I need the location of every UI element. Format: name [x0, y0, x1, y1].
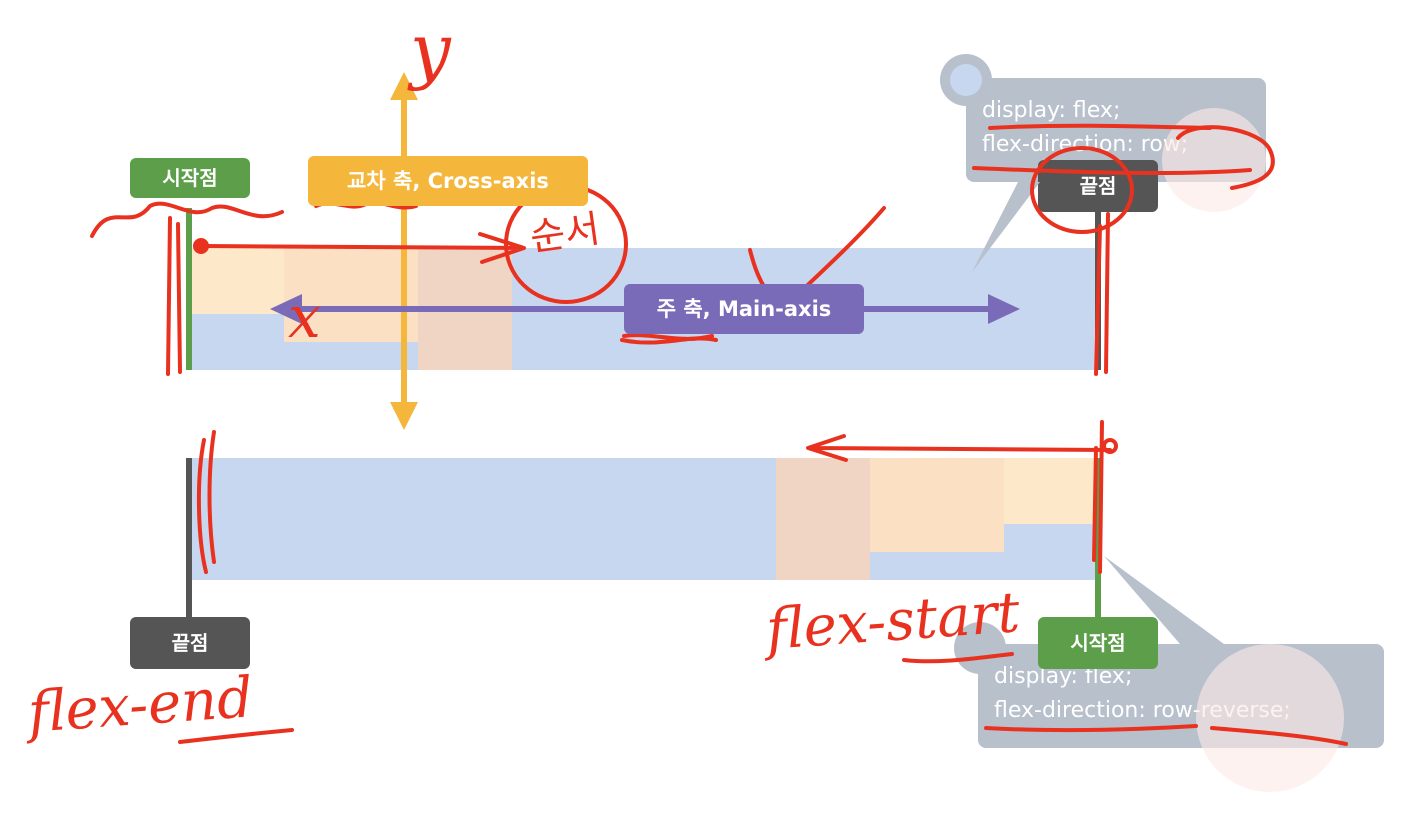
top-start-tag: 시작점 — [130, 158, 250, 198]
bottom-bubble-pointer — [1104, 556, 1224, 644]
main-axis-arrow-right — [988, 294, 1020, 324]
bottom-end-tag: 끝점 — [130, 617, 250, 669]
faded-circle-bottom — [1196, 644, 1344, 792]
annotation-flex-start: flex-start — [764, 580, 1022, 663]
bottom-item-2 — [870, 458, 1004, 552]
top-bubble-pointer — [972, 182, 1040, 272]
faded-circle-top — [1162, 108, 1266, 212]
top-code-line-1: display: flex; — [982, 98, 1121, 123]
ink-annotations — [90, 123, 1348, 746]
annotation-x: x — [288, 283, 321, 351]
main-axis-arrow-left — [270, 294, 302, 324]
cross-axis-arrow-down — [390, 402, 418, 430]
top-bubble-dot-inner — [950, 64, 982, 96]
bottom-item-3 — [776, 458, 870, 580]
main-axis-label: 주 축, Main-axis — [624, 284, 864, 334]
top-code-line-2: flex-direction: row; — [982, 132, 1189, 157]
annotation-order: 순서 — [527, 206, 603, 260]
bottom-start-line — [1095, 458, 1101, 618]
cross-axis-label: 교차 축, Cross-axis — [308, 156, 588, 206]
bottom-start-tag: 시작점 — [1038, 617, 1158, 669]
top-item-2 — [284, 248, 418, 342]
cross-axis-arrow-up — [390, 72, 418, 100]
bottom-end-line — [186, 458, 192, 618]
top-end-tag: 끝점 — [1038, 160, 1158, 212]
annotation-y: y — [410, 8, 451, 92]
annotation-flex-end: flex-end — [25, 665, 256, 746]
top-item-1 — [192, 248, 284, 314]
top-start-line — [186, 208, 192, 370]
bottom-item-1 — [1004, 458, 1096, 524]
